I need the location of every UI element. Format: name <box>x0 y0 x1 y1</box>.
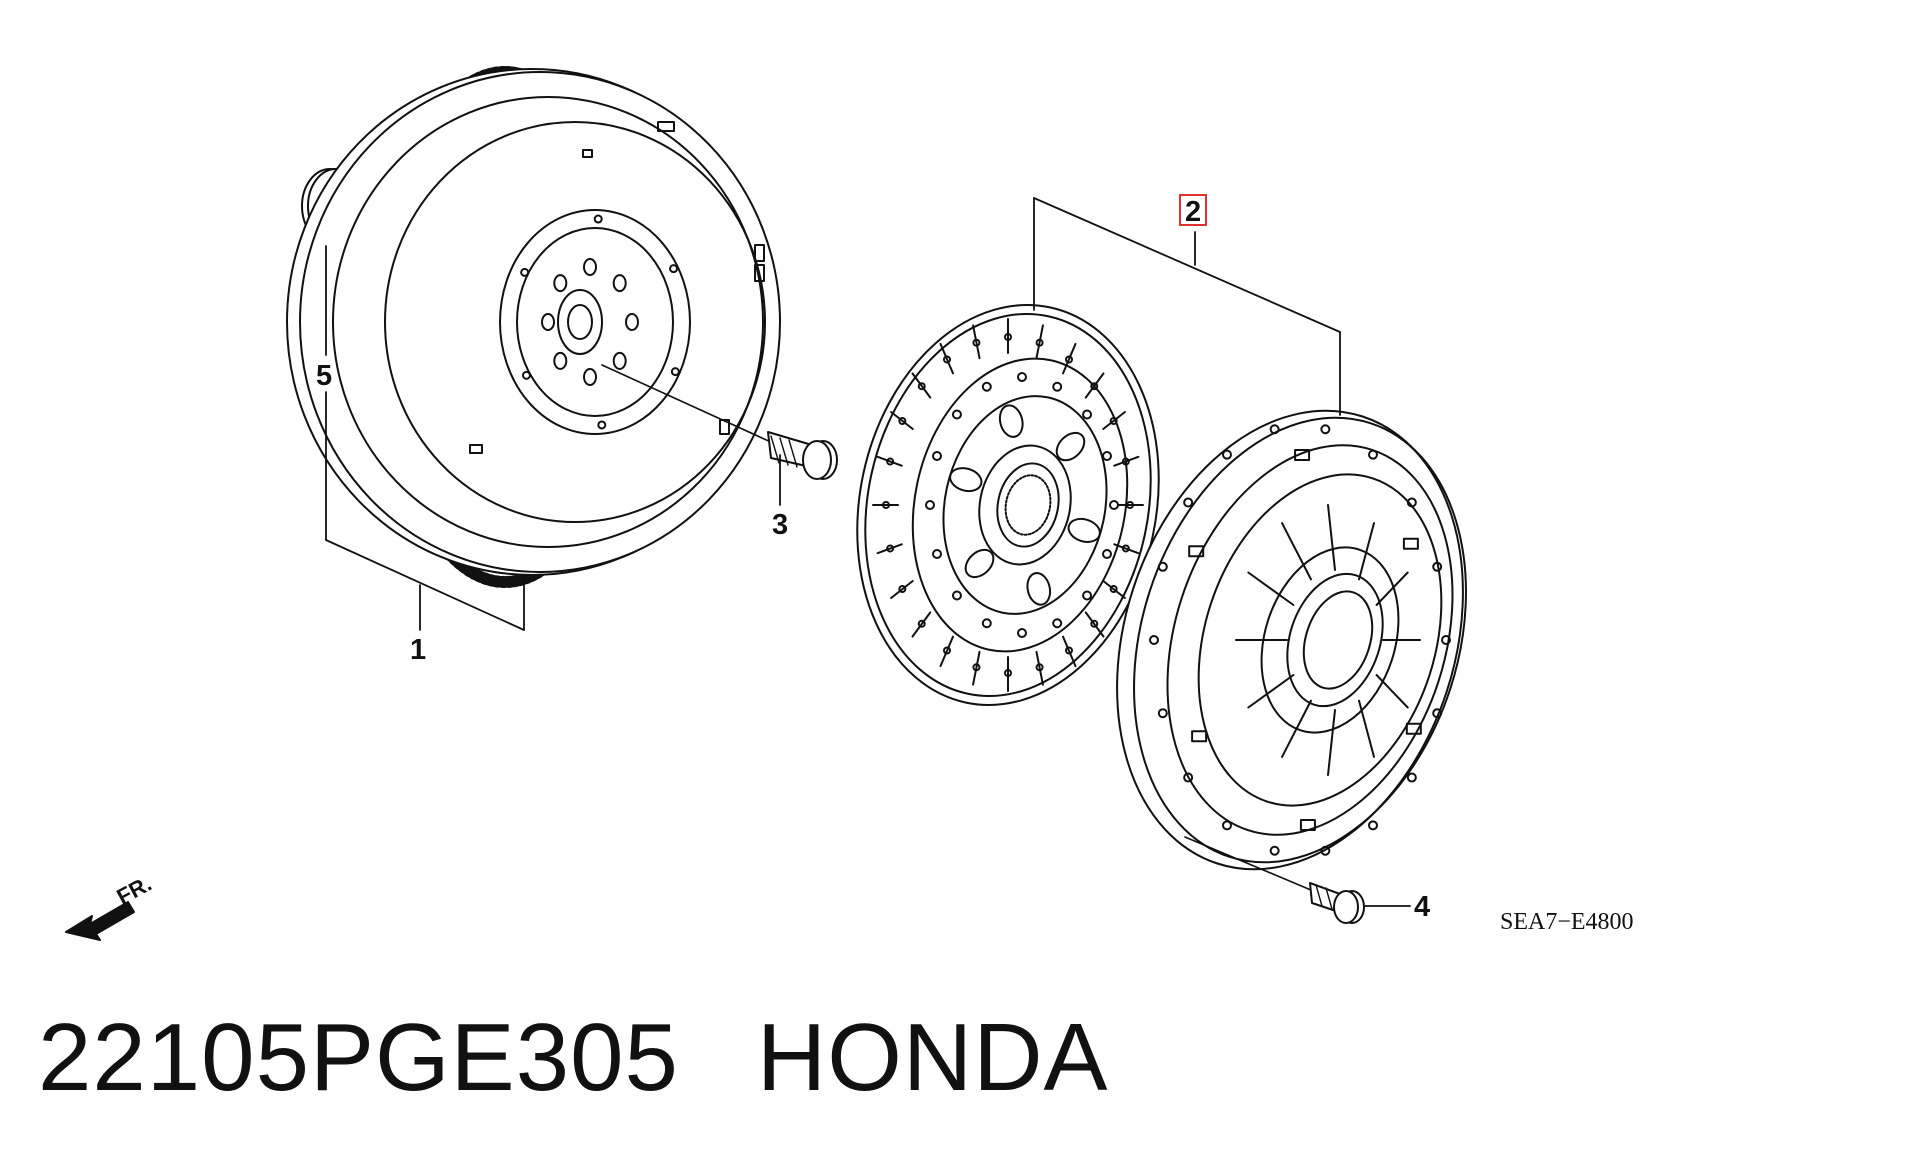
diagram-code: SEA7−E4800 <box>1500 909 1634 935</box>
callout-5[interactable]: 5 <box>316 360 332 392</box>
pressure-plate <box>1116 409 1467 871</box>
callout-2-highlight <box>1179 194 1207 226</box>
callout-3[interactable]: 3 <box>772 509 788 541</box>
clutch-disc <box>856 304 1160 706</box>
flywheel-bolt <box>601 364 838 480</box>
front-label: FR. <box>113 871 156 910</box>
callout-1[interactable]: 1 <box>410 634 426 666</box>
flywheel <box>286 66 781 588</box>
leader-lines <box>325 197 1411 907</box>
front-arrow-icon <box>65 901 135 941</box>
callout-4[interactable]: 4 <box>1414 891 1430 923</box>
pressure-plate-bolt <box>1184 836 1365 924</box>
part-number: 22105PGE305 <box>38 1004 679 1111</box>
brand-name: HONDA <box>756 1004 1109 1111</box>
callout-2[interactable]: 2 <box>1185 196 1201 228</box>
